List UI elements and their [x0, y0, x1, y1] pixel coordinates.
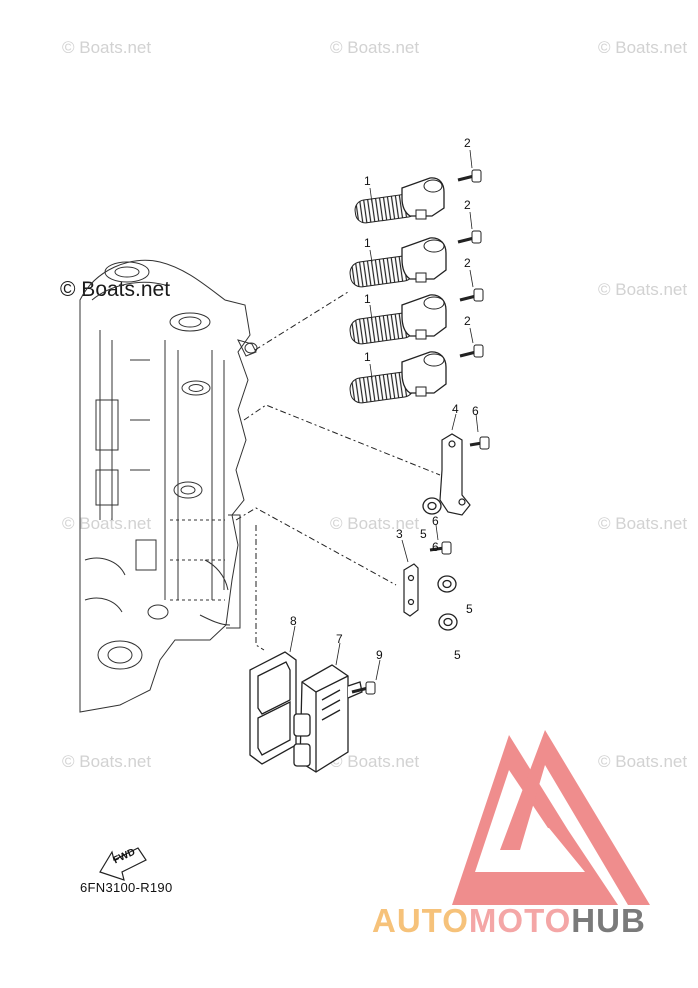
callout-number: 5 [420, 527, 427, 541]
ignition-coil [349, 351, 447, 404]
bolt-icon [457, 169, 484, 358]
callout-number: 6 [472, 404, 479, 418]
brand-part: HUB [571, 902, 646, 939]
callout-number: 1 [364, 174, 371, 188]
bolt-icon [469, 436, 490, 450]
callout-number: 6 [432, 514, 439, 528]
watermark: © Boats.net [598, 38, 688, 57]
ignition-coil [349, 294, 447, 345]
diagram-code: 6FN3100-R190 [80, 880, 173, 895]
watermark: © Boats.net [330, 752, 420, 771]
watermark: © Boats.net [598, 514, 688, 533]
callout-number: 4 [452, 402, 459, 416]
watermark: © Boats.net [330, 514, 420, 533]
watermark: © Boats.net [330, 38, 420, 57]
callout-number: 8 [290, 614, 297, 628]
callout-number: 3 [396, 527, 403, 541]
gasket [249, 651, 297, 765]
fwd-arrow-icon [99, 847, 147, 881]
engine-block [79, 259, 258, 713]
callout-number: 5 [466, 602, 473, 616]
clamp-icon [422, 497, 458, 631]
watermark: © Boats.net [62, 38, 152, 57]
callout-number: 2 [464, 198, 471, 212]
watermark: © Boats.net [598, 752, 688, 771]
brand-logo-icon [452, 730, 650, 905]
callout-number: 5 [454, 648, 461, 662]
leader-lines [235, 291, 441, 651]
ignition-coil [349, 237, 447, 288]
callout-number: 1 [364, 350, 371, 364]
bracket-upper [439, 433, 471, 516]
callout-number: 1 [364, 292, 371, 306]
callout-number: 7 [336, 632, 343, 646]
brand-part: MOTO [468, 902, 572, 939]
callout-number: 6 [432, 540, 439, 554]
watermark: © Boats.net [598, 280, 688, 299]
watermark-large: © Boats.net [60, 278, 171, 301]
brand-wordmark: AUTOMOTOHUB [372, 902, 646, 940]
bracket-lower [403, 563, 419, 617]
callout-leaders [289, 149, 479, 681]
callout-number: 2 [464, 136, 471, 150]
callout-number: 2 [464, 256, 471, 270]
watermark: © Boats.net [62, 514, 152, 533]
callout-number: 2 [464, 314, 471, 328]
ignition-coil [354, 177, 445, 224]
ecu-module [293, 664, 363, 773]
callout-number: 9 [376, 648, 383, 662]
watermark: © Boats.net [62, 752, 152, 771]
bolt-icon [429, 541, 452, 555]
callout-number: 1 [364, 236, 371, 250]
bolt-icon [351, 681, 376, 695]
brand-part: AUTO [372, 902, 469, 939]
